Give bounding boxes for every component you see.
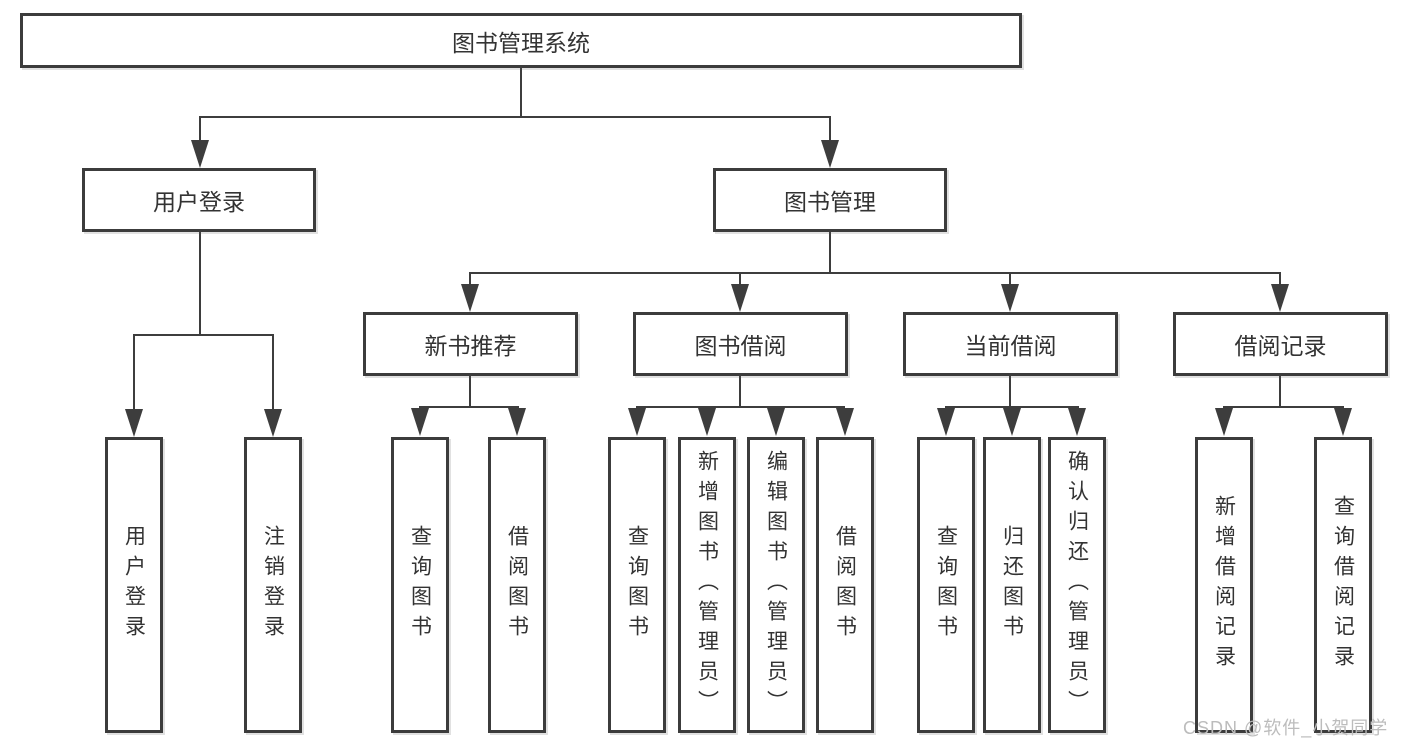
connector-line [133, 334, 274, 336]
node-current-borrowing: 当前借阅 [903, 312, 1118, 376]
node-user-login: 用户登录 [82, 168, 316, 232]
arrow-down-icon [937, 408, 955, 436]
leaf-add-borrow-record: 新增借阅记录 [1195, 437, 1253, 733]
arrow-down-icon [821, 140, 839, 168]
leaf-edit-books-admin: 编辑图书（管理员） [747, 437, 805, 733]
connector-line [199, 116, 201, 142]
arrow-down-icon [1068, 408, 1086, 436]
connector-line [419, 406, 519, 408]
connector-line [133, 334, 135, 411]
connector-line [199, 116, 831, 118]
connector-line [272, 334, 274, 411]
arrow-down-icon [191, 140, 209, 168]
watermark-csdn: CSDN @软件_小贺同学 [1183, 718, 1389, 738]
arrow-down-icon [1271, 284, 1289, 312]
node-book-management: 图书管理 [713, 168, 947, 232]
connector-line [739, 376, 741, 408]
arrow-down-icon [1334, 408, 1352, 436]
connector-line [520, 68, 522, 118]
connector-line [636, 406, 845, 408]
arrow-down-icon [731, 284, 749, 312]
arrow-down-icon [836, 408, 854, 436]
connector-line [945, 406, 1079, 408]
arrow-down-icon [461, 284, 479, 312]
connector-line [199, 232, 201, 336]
arrow-down-icon [767, 408, 785, 436]
connector-line [469, 272, 471, 286]
node-book-borrowing: 图书借阅 [633, 312, 848, 376]
connector-line [1009, 376, 1011, 408]
leaf-query-books-recommend: 查询图书 [391, 437, 449, 733]
connector-line [829, 232, 831, 274]
connector-line [469, 272, 1281, 274]
leaf-query-books-borrowing: 查询图书 [608, 437, 666, 733]
connector-line [1279, 272, 1281, 286]
arrow-down-icon [125, 409, 143, 437]
connector-line [1279, 376, 1281, 408]
arrow-down-icon [698, 408, 716, 436]
leaf-borrow-books-recommend: 借阅图书 [488, 437, 546, 733]
leaf-return-books: 归还图书 [983, 437, 1041, 733]
leaf-logout: 注销登录 [244, 437, 302, 733]
leaf-add-books-admin: 新增图书（管理员） [678, 437, 736, 733]
arrow-down-icon [264, 409, 282, 437]
arrow-down-icon [1215, 408, 1233, 436]
node-library-management-system: 图书管理系统 [20, 13, 1022, 68]
connector-line [739, 272, 741, 286]
leaf-borrow-books-borrowing: 借阅图书 [816, 437, 874, 733]
leaf-user-login: 用户登录 [105, 437, 163, 733]
connector-line [1223, 406, 1344, 408]
leaf-confirm-return-admin: 确认归还（管理员） [1048, 437, 1106, 733]
connector-line [1009, 272, 1011, 286]
arrow-down-icon [411, 408, 429, 436]
arrow-down-icon [628, 408, 646, 436]
node-borrowing-records: 借阅记录 [1173, 312, 1388, 376]
leaf-query-books-current: 查询图书 [917, 437, 975, 733]
connector-line [469, 376, 471, 408]
leaf-query-borrow-record: 查询借阅记录 [1314, 437, 1372, 733]
connector-line [829, 116, 831, 142]
arrow-down-icon [1001, 284, 1019, 312]
arrow-down-icon [508, 408, 526, 436]
arrow-down-icon [1003, 408, 1021, 436]
node-new-book-recommendation: 新书推荐 [363, 312, 578, 376]
